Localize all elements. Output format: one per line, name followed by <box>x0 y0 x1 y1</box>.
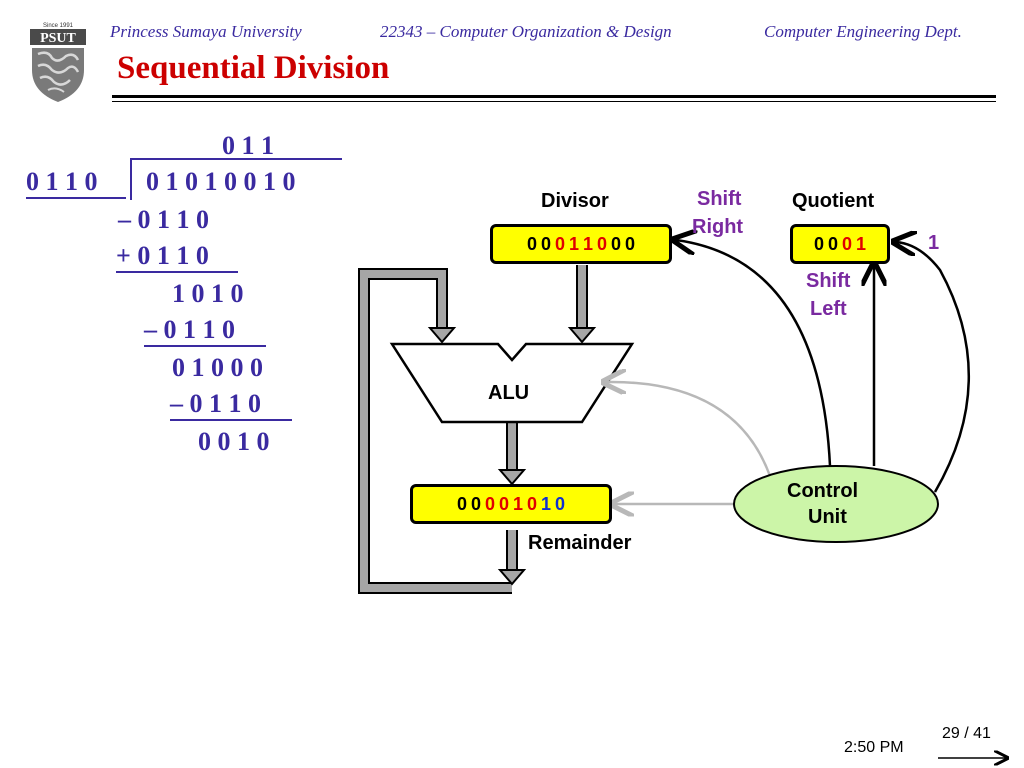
quotient-bit: 1 <box>856 233 867 254</box>
alu-label: ALU <box>488 382 530 404</box>
header-dept: Computer Engineering Dept. <box>764 22 962 41</box>
ld-dividend: 0 1 0 1 0 0 1 0 <box>146 167 296 196</box>
footer-time: 2:50 PM <box>844 739 904 756</box>
quotient-bit: 0 <box>842 233 853 254</box>
logo-since: Since 1991 <box>43 23 74 29</box>
divisor-bit: 1 <box>568 233 579 254</box>
remainder-label: Remainder <box>528 532 632 554</box>
remainder-bit: 1 <box>513 493 524 514</box>
page-title: Sequential Division <box>117 50 390 86</box>
quotient-input-one: 1 <box>928 232 940 254</box>
ld-quotient: 0 1 1 <box>222 131 274 160</box>
divisor-bit: 0 <box>625 233 636 254</box>
remainder-bit: 0 <box>484 493 495 514</box>
shift-right-label-1: Shift <box>697 188 742 210</box>
ld-divisor-underline <box>26 197 126 199</box>
control-to-divisor-wire <box>676 240 832 467</box>
remainder-bit: 1 <box>541 493 552 514</box>
ld-step-7: 0 0 1 0 <box>198 427 270 456</box>
remainder-bit: 0 <box>470 493 481 514</box>
ld-step-4: – 0 1 1 0 <box>144 315 235 344</box>
ld-step-1: – 0 1 1 0 <box>118 205 209 234</box>
remainder-bit: 0 <box>555 493 566 514</box>
header-university: Princess Sumaya University <box>110 22 302 41</box>
arrowhead <box>567 327 597 344</box>
control-to-quotient-bit-wire <box>896 242 970 493</box>
shift-left-label-2: Left <box>810 298 847 320</box>
quotient-bit: 0 <box>827 233 838 254</box>
divisor-bit: 0 <box>554 233 565 254</box>
divisor-bit: 1 <box>583 233 594 254</box>
title-rule-thick <box>112 95 996 98</box>
ld-divisor: 0 1 1 0 <box>26 167 98 196</box>
page-number: 29 / 41 <box>942 725 991 742</box>
ld-bracket <box>130 158 132 200</box>
ld-quotient-bar <box>130 158 342 160</box>
divisor-bit: 0 <box>611 233 622 254</box>
control-unit-ellipse <box>733 465 939 543</box>
arrowhead <box>427 327 457 344</box>
ld-step-3: 1 0 1 0 <box>172 279 244 308</box>
alu-shape <box>389 342 635 424</box>
remainder-bit: 0 <box>498 493 509 514</box>
shift-right-label-2: Right <box>692 216 744 238</box>
arrowhead <box>497 469 527 486</box>
ld-step-6: – 0 1 1 0 <box>170 389 261 418</box>
quotient-label: Quotient <box>792 190 875 212</box>
psut-logo: Since 1991 PSUT <box>22 18 94 104</box>
shift-left-label-1: Shift <box>806 270 851 292</box>
header-course: 22343 – Computer Organization & Design <box>380 22 672 41</box>
control-unit-label-2: Unit <box>808 506 847 528</box>
divisor-label: Divisor <box>541 190 609 212</box>
ld-step-2: + 0 1 1 0 <box>116 241 209 270</box>
divisor-bit: 0 <box>540 233 551 254</box>
arrowhead <box>497 569 527 586</box>
remainder-bit: 0 <box>456 493 467 514</box>
remainder-bit: 0 <box>527 493 538 514</box>
title-rule-thin <box>112 101 996 102</box>
ld-step-4-underline <box>144 345 266 347</box>
ld-step-6-underline <box>170 419 292 421</box>
quotient-bit: 0 <box>813 233 824 254</box>
psut-logo-icon: Since 1991 PSUT <box>30 23 86 102</box>
ld-step-2-underline <box>116 271 238 273</box>
logo-text: PSUT <box>40 31 76 46</box>
divisor-bit: 0 <box>526 233 537 254</box>
control-unit-label-1: Control <box>787 480 859 502</box>
ld-step-5: 0 1 0 0 0 <box>172 353 263 382</box>
control-to-alu-wire <box>606 382 772 477</box>
divisor-bit: 0 <box>597 233 608 254</box>
